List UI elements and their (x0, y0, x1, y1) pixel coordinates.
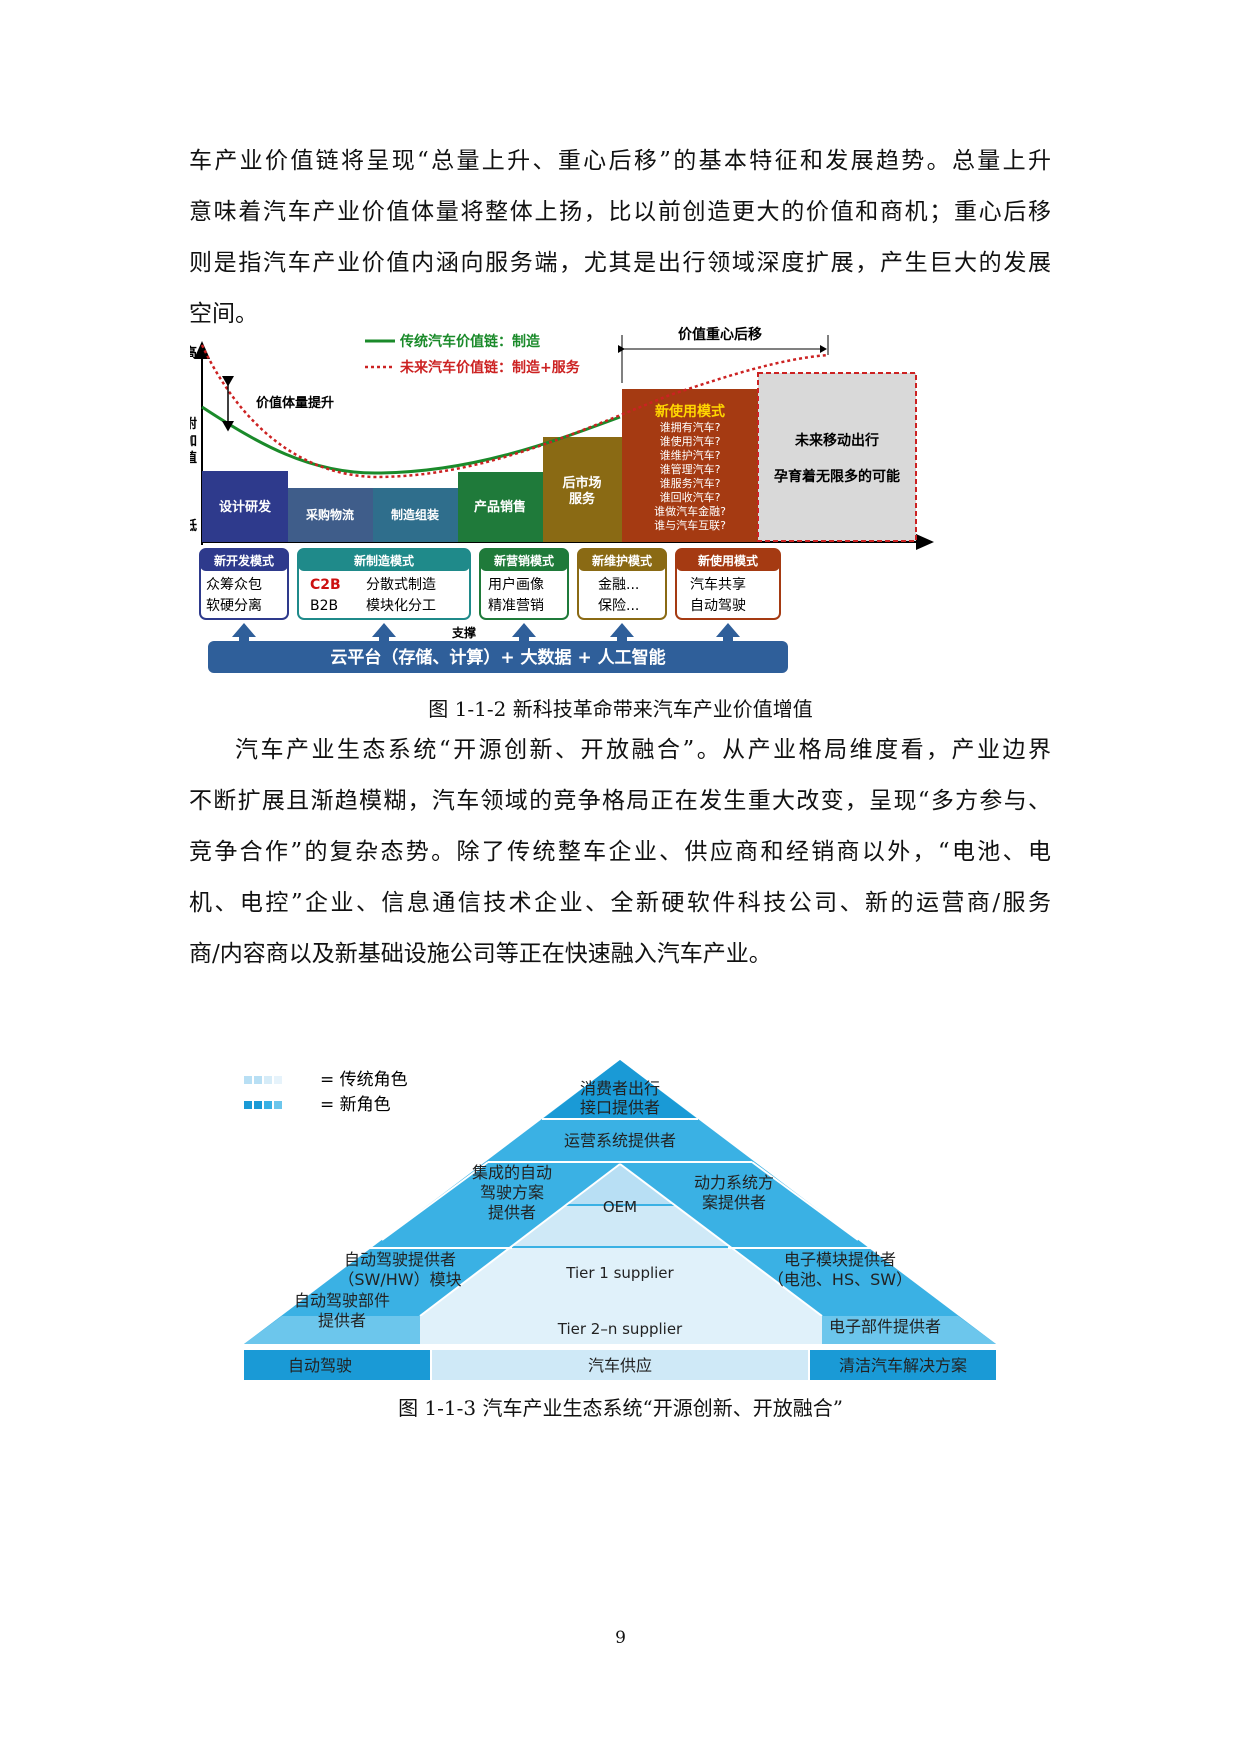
svg-text:保险...: 保险... (598, 598, 639, 614)
svg-text:新维护模式: 新维护模式 (592, 553, 652, 568)
ad-parts-1: 自动驾驶部件 (294, 1291, 390, 1310)
question: 谁维护汽车? (660, 448, 721, 462)
text-line: 意味着汽车产业价值体量将整体上扬，比以前创造更大的价值和商机；重心后移 (189, 199, 1051, 225)
bar-new-use (622, 389, 758, 542)
stage-new-use: 新使用模式 (655, 403, 725, 420)
base-2: 汽车供应 (588, 1356, 652, 1375)
ecosystem-pyramid-figure: = 传统角色 = 新角色 消费者出行 接口提供者 运营系统提供者 集成的自动 驾… (244, 1060, 996, 1380)
text-line: 竞争合作”的复杂态势。除了传统整车企业、供应商和经销商以外，“电池、电 (189, 839, 1051, 865)
ad-solution-3: 提供者 (488, 1203, 536, 1222)
mode-boxes: 新开发模式 众筹众包 软硬分离 新制造模式 C2B B2B 分散式制造 模块化分… (199, 548, 781, 620)
ad-solution-2: 驾驶方案 (480, 1183, 544, 1202)
svg-text:金融...: 金融... (598, 577, 639, 593)
tier2-label: Tier 2–n supplier (557, 1320, 683, 1338)
stage-after-2: 服务 (569, 491, 596, 507)
text-line: 空间。 (189, 301, 258, 327)
axis-mid-2: 加 (190, 434, 197, 449)
svg-text:众筹众包: 众筹众包 (206, 576, 262, 593)
svg-text:C2B: C2B (310, 577, 341, 593)
future-line-1: 未来移动出行 (795, 432, 879, 449)
question: 谁拥有汽车? (660, 420, 721, 434)
svg-text:模块化分工: 模块化分工 (366, 598, 436, 614)
text-line: 机、电控”企业、信息通信技术企业、全新硬软件科技公司、新的运营商/服务 (189, 890, 1051, 916)
base-1: 自动驾驶 (288, 1356, 352, 1375)
future-box (757, 372, 917, 542)
bar-aftermarket (543, 437, 622, 542)
base-3: 清洁汽车解决方案 (839, 1356, 967, 1375)
support-label: 支撑 (451, 625, 476, 640)
svg-text:新开发模式: 新开发模式 (214, 553, 274, 568)
e-parts-label: 电子部件提供者 (829, 1317, 941, 1336)
paragraph-2: 汽车产业生态系统“开源创新、开放融合”。从产业格局维度看，产业边界 不断扩展且渐… (189, 725, 1051, 980)
value-chain-figure: 高 附 加 值 低 设计研发 采购物流 制造组装 产品销售 后市场 服务 新使用… (190, 326, 934, 673)
top-1: 消费者出行 (580, 1079, 660, 1098)
operator-label: 运营系统提供者 (564, 1131, 676, 1150)
oem-label: OEM (603, 1198, 637, 1216)
bar-purchase (288, 488, 373, 542)
base-supply (432, 1350, 808, 1380)
e-module-2: （电池、HS、SW） (768, 1270, 912, 1289)
future-curve (200, 344, 829, 479)
text-line: 汽车产业生态系统“开源创新、开放融合”。从产业格局维度看，产业边界 (235, 737, 1051, 763)
top-2: 接口提供者 (580, 1098, 660, 1117)
stage-design: 设计研发 (219, 499, 272, 515)
bar-sales (458, 472, 543, 542)
svg-text:分散式制造: 分散式制造 (366, 577, 436, 593)
axis-mid-3: 值 (190, 450, 197, 466)
platform-label: 云平台（存储、计算）+ 大数据 + 人工智能 (330, 647, 665, 668)
value-shift-label: 价值重心后移 (678, 326, 762, 343)
stage-sales: 产品销售 (474, 499, 526, 515)
text-line: 则是指汽车产业价值内涵向服务端，尤其是出行领域深度扩展，产生巨大的发展 (189, 250, 1051, 276)
future-line-2: 孕育着无限多的可能 (774, 468, 900, 485)
power-2: 案提供者 (702, 1193, 766, 1212)
legend-new: = 新角色 (320, 1095, 391, 1115)
svg-text:新营销模式: 新营销模式 (494, 553, 554, 568)
legend-traditional: = 传统角色 (320, 1070, 408, 1090)
svg-text:B2B: B2B (310, 598, 338, 614)
ad-parts-2: 提供者 (318, 1311, 366, 1330)
svg-text:精准营销: 精准营销 (488, 598, 544, 614)
volume-up-label: 价值体量提升 (256, 395, 334, 411)
stage-purchase: 采购物流 (305, 507, 354, 522)
question: 谁服务汽车? (660, 476, 721, 490)
bar-manufacture (373, 488, 458, 542)
svg-text:自动驾驶: 自动驾驶 (690, 598, 746, 614)
svg-text:用户画像: 用户画像 (488, 576, 544, 593)
power-1: 动力系统方 (694, 1173, 774, 1192)
base-clean (810, 1350, 996, 1380)
question: 谁与汽车互联? (654, 518, 726, 532)
axis-mid-1: 附 (190, 416, 197, 432)
axis-high: 高 (190, 345, 197, 361)
figure-caption-2: 图 1-1-3 汽车产业生态系统“开源创新、开放融合” (398, 1396, 843, 1420)
stage-manufacture: 制造组装 (391, 507, 439, 522)
page-number: 9 (615, 1628, 626, 1648)
base-ad (244, 1350, 430, 1380)
axis-low: 低 (190, 518, 197, 534)
bar-design (202, 471, 288, 542)
e-module-1: 电子模块提供者 (784, 1250, 896, 1269)
figure-caption-1: 图 1-1-2 新科技革命带来汽车产业价值增值 (428, 697, 813, 721)
question: 谁管理汽车? (660, 462, 721, 476)
svg-text:新制造模式: 新制造模式 (354, 553, 414, 568)
text-line: 不断扩展且渐趋模糊，汽车领域的竞争格局正在发生重大改变，呈现“多方参与、 (189, 788, 1051, 814)
text-line: 商/内容商以及新基础设施公司等正在快速融入汽车产业。 (189, 941, 772, 967)
text-line: 车产业价值链将呈现“总量上升、重心后移”的基本特征和发展趋势。总量上升 (189, 148, 1051, 174)
paragraph-1: 车产业价值链将呈现“总量上升、重心后移”的基本特征和发展趋势。总量上升 意味着汽… (189, 136, 1051, 340)
svg-text:软硬分离: 软硬分离 (206, 597, 262, 614)
question: 谁使用汽车? (660, 434, 721, 448)
question: 谁回收汽车? (660, 490, 721, 504)
ad-module-1: 自动驾驶提供者 (344, 1250, 456, 1269)
legend-future: 未来汽车价值链：制造+服务 (400, 359, 581, 376)
ad-module-2: （SW/HW）模块 (338, 1270, 461, 1289)
legend-traditional: 传统汽车价值链：制造 (399, 333, 540, 350)
ad-solution-1: 集成的自动 (472, 1163, 552, 1182)
platform-bar (208, 641, 788, 673)
svg-text:汽车共享: 汽车共享 (690, 576, 746, 593)
svg-text:新使用模式: 新使用模式 (698, 553, 758, 568)
stage-after-1: 后市场 (562, 475, 601, 491)
question: 谁做汽车金融? (654, 504, 726, 518)
tier1-label: Tier 1 supplier (565, 1264, 674, 1282)
